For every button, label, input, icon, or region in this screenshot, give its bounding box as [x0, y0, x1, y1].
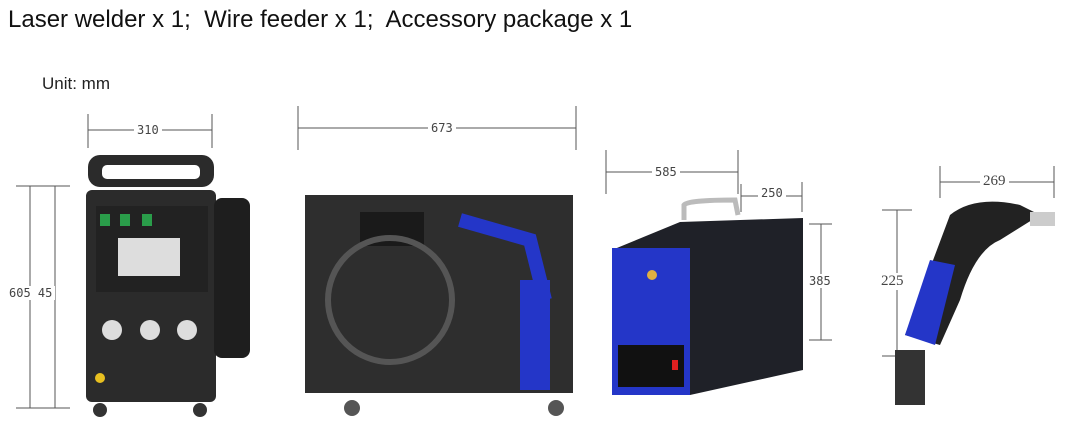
- unit-label: Unit: mm: [42, 74, 110, 93]
- wire-feeder-cart-image: [305, 195, 573, 416]
- gun-length-label: 269: [980, 173, 1009, 190]
- laser-welder-image: [86, 155, 250, 417]
- welding-gun-image: [895, 201, 1055, 405]
- welder-width-label: 310: [134, 123, 162, 137]
- feeder-width-label: 250: [758, 186, 786, 200]
- feeder-height-label: 385: [806, 274, 834, 288]
- wire-feeder-image: [612, 197, 803, 395]
- gun-height-label: 225: [878, 273, 907, 290]
- feeder-length-label: 585: [652, 165, 680, 179]
- cart-length-label: 673: [428, 121, 456, 135]
- page-title: Laser welder x 1; Wire feeder x 1; Acces…: [8, 6, 633, 33]
- welder-height-label: 605 45: [6, 286, 56, 300]
